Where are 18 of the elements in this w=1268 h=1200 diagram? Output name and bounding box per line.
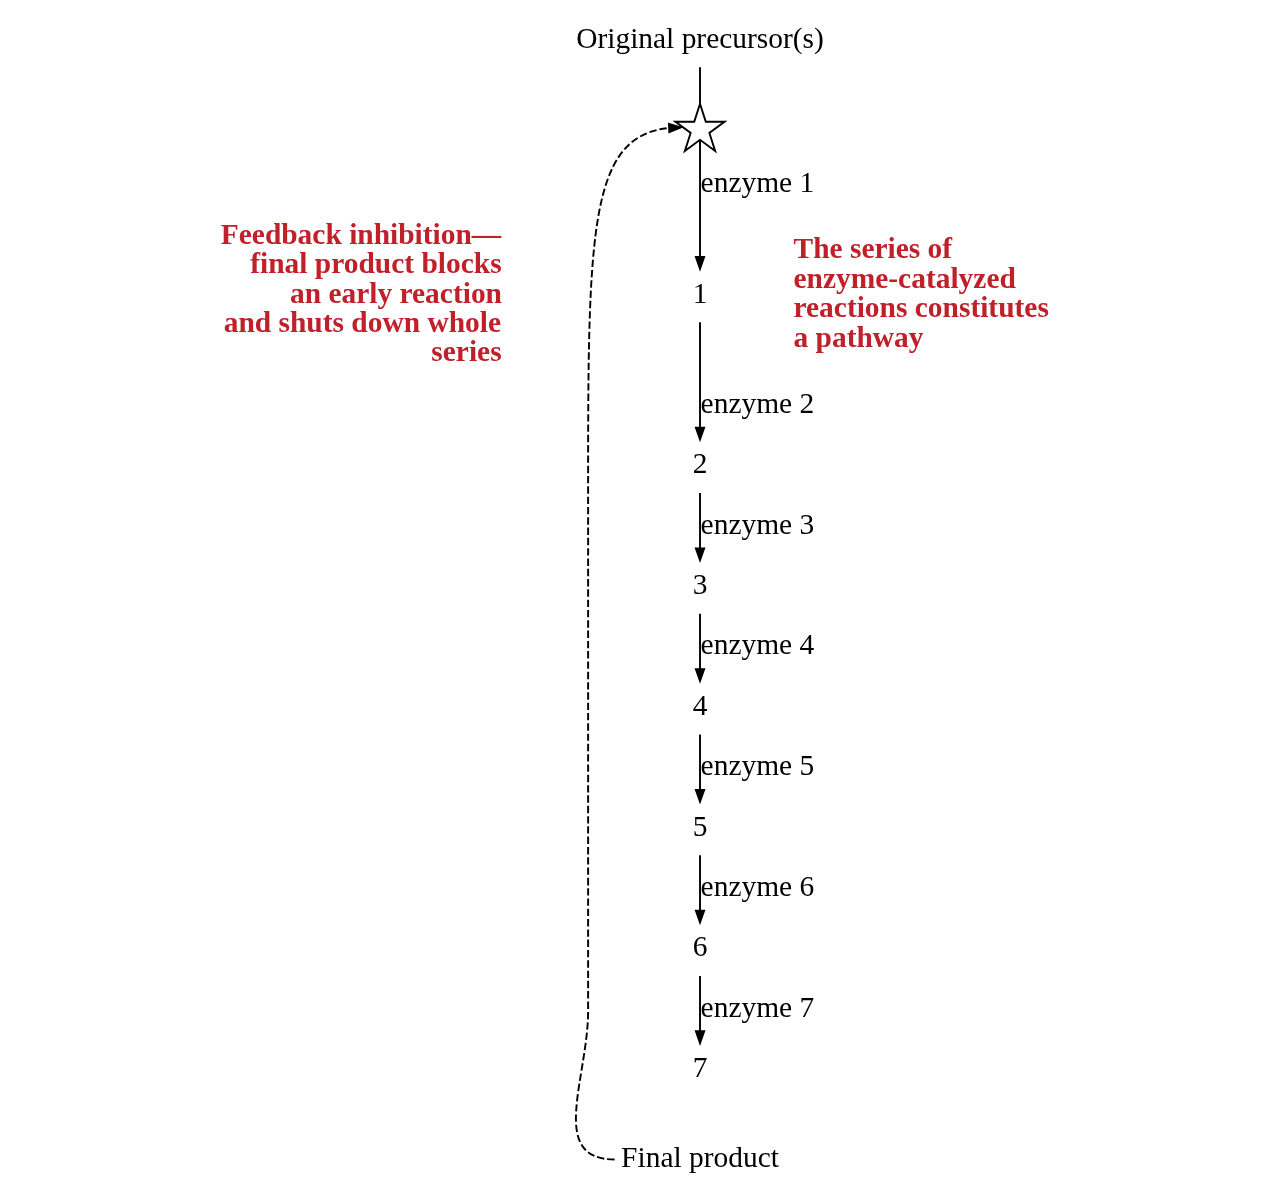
node-text: 4 [692, 688, 707, 721]
label: The series of enzyme-catalyzed reactions constitutes a pathway [793, 232, 1049, 353]
edge-label: enzyme 2 [700, 387, 814, 420]
edge-label: enzyme 4 [700, 628, 814, 661]
edge-label: enzyme 1 [700, 166, 814, 199]
edge-label: enzyme 5 [700, 749, 814, 782]
node-text: 1 [692, 276, 707, 309]
edge-label: enzyme 6 [700, 869, 814, 902]
edge-label: enzyme 3 [700, 507, 814, 540]
node-text: 5 [692, 809, 707, 842]
label: Feedback inhibition—final product blocks an early reaction and shuts down whole series [220, 217, 502, 368]
edge-label: enzyme 7 [700, 990, 814, 1023]
node-text: Original precursor(s) [575, 21, 824, 54]
node-text: 6 [692, 930, 707, 963]
node-text: 2 [692, 447, 707, 480]
node-text: 3 [692, 568, 707, 601]
node-text: 7 [692, 1051, 707, 1084]
node-text: Final product [620, 1140, 779, 1173]
